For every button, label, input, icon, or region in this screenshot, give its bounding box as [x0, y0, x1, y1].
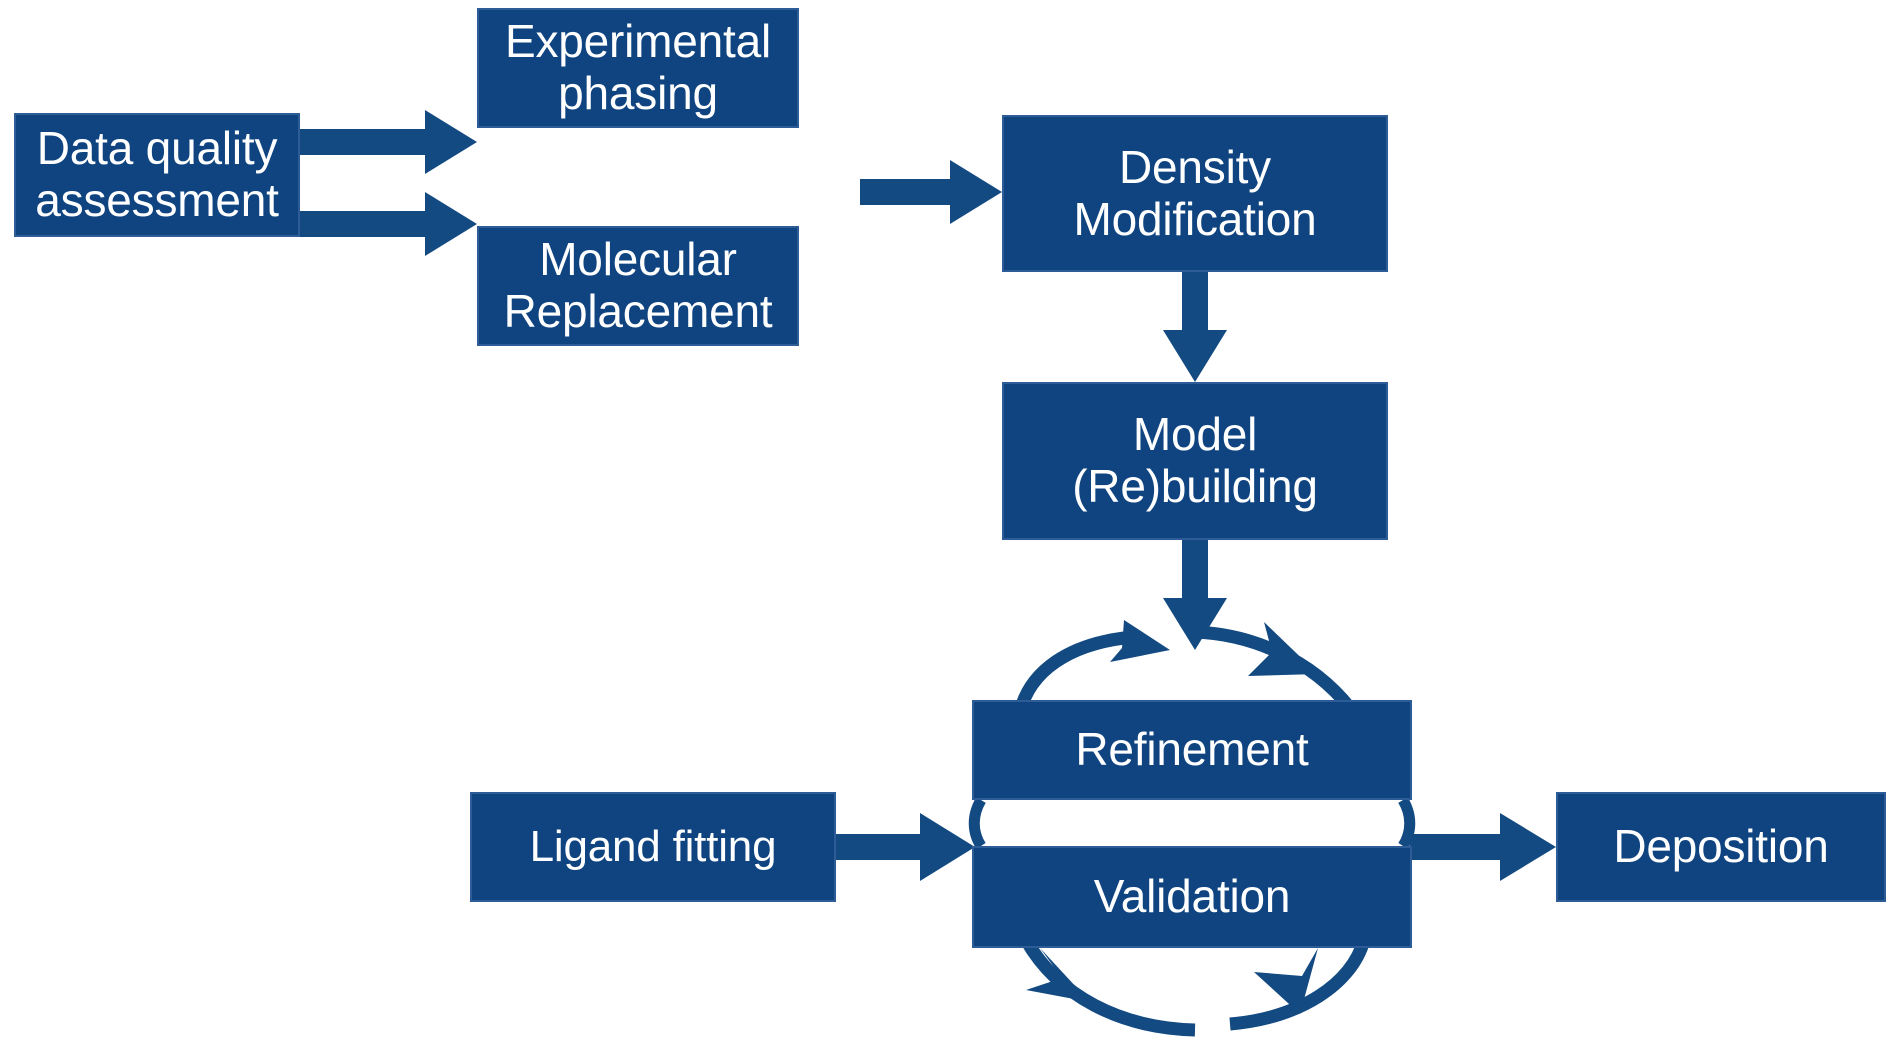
node-label: Data quality assessment — [35, 122, 279, 226]
node-refinement[interactable]: Refinement — [972, 700, 1412, 800]
node-molecular-replacement[interactable]: Molecular Replacement — [477, 226, 799, 346]
arrow-density-modification-to-model-rebuilding — [1163, 272, 1227, 382]
node-deposition[interactable]: Deposition — [1556, 792, 1886, 902]
node-label: Molecular Replacement — [503, 233, 773, 337]
node-label: Refinement — [1075, 723, 1309, 776]
node-density-modification[interactable]: Density Modification — [1002, 115, 1388, 272]
arrow-data-quality-to-molecular-replacement — [300, 192, 477, 256]
node-ligand-fitting[interactable]: Ligand fitting — [470, 792, 836, 902]
node-model-rebuilding[interactable]: Model (Re)building — [1002, 382, 1388, 540]
node-data-quality-assessment[interactable]: Data quality assessment — [14, 113, 300, 237]
arrow-ligand-fitting-to-cycle — [836, 813, 975, 881]
arrow-phasing-to-density-modification — [860, 160, 1002, 224]
node-label: Density Modification — [1073, 140, 1317, 245]
node-experimental-phasing[interactable]: Experimental phasing — [477, 8, 799, 128]
node-label: Experimental phasing — [504, 15, 772, 119]
arrow-data-quality-to-experimental-phasing — [300, 110, 477, 174]
node-label: Model (Re)building — [1072, 408, 1318, 512]
arrow-model-rebuilding-to-cycle — [1163, 540, 1227, 650]
node-label: Ligand fitting — [529, 822, 777, 872]
node-validation[interactable]: Validation — [972, 846, 1412, 948]
node-label: Validation — [1093, 870, 1291, 923]
node-label: Deposition — [1613, 820, 1829, 873]
circular-arrow-refinement-validation-cycle — [968, 620, 1416, 1037]
arrow-cycle-to-deposition — [1410, 813, 1556, 881]
